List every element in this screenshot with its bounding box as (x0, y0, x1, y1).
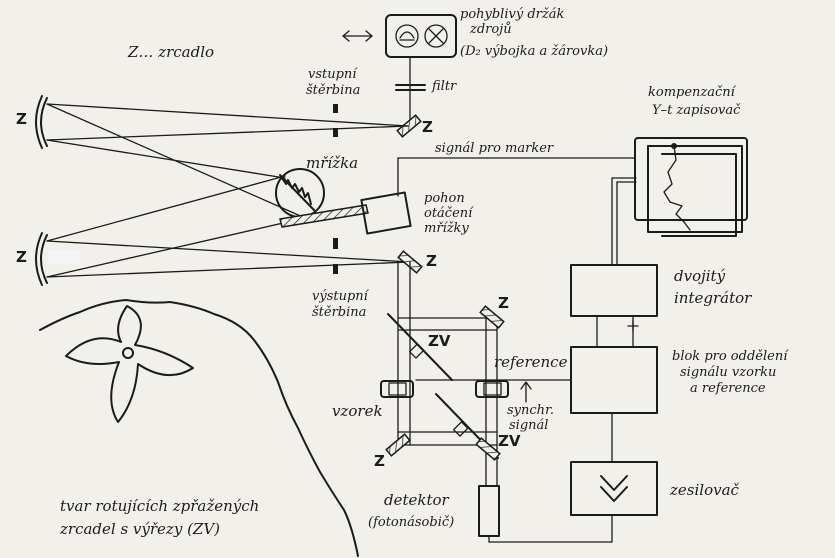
amplifier-block (570, 461, 658, 516)
exit-slit-label-2: štěrbina (312, 305, 367, 320)
move-arrow-icon (342, 30, 373, 42)
entrance-slit-upper (333, 104, 338, 113)
detector (478, 485, 500, 537)
z-legend: Z… zrcadlo (128, 43, 215, 61)
entrance-slit-label-1: vstupní (308, 67, 357, 82)
concave-mirror-bottom (35, 232, 48, 286)
tungsten-lamp-icon (424, 24, 448, 48)
reference-cuvette (475, 380, 509, 398)
marker-signal-label: signál pro marker (435, 141, 554, 156)
integrator-label-1: dvojitý (674, 267, 726, 285)
yt-recorder (634, 137, 748, 237)
rotating-mirror-shape (65, 305, 194, 423)
exit-slit-lower (333, 264, 338, 274)
integrator-block (570, 264, 658, 317)
amplifier-label: zesilovač (670, 481, 739, 499)
grating-drive-label-2: otáčení (424, 206, 473, 221)
concave-mirror-top (35, 95, 48, 149)
integrator-label-2: integrátor (674, 289, 752, 307)
mirror-z-label-right: Z (498, 294, 509, 312)
beam-splitter-system (385, 261, 505, 486)
filter-label: filtr (432, 79, 457, 94)
sample-label: vzorek (332, 402, 383, 420)
zv-label-lower: ZV (498, 432, 521, 450)
mirror-z-label-bottom: Z (374, 452, 385, 470)
zv-label-upper: ZV (428, 332, 451, 350)
shape-caption-2: zrcadel s výřezy (ZV) (60, 520, 221, 538)
source-holder-label-1: pohyblivý držák (460, 7, 565, 22)
sync-label-1: synchr. (507, 403, 554, 418)
sync-label-2: signál (509, 418, 549, 433)
exit-slit-upper (333, 238, 338, 249)
separation-label-3: a reference (690, 381, 766, 396)
reference-label: reference (494, 353, 568, 371)
separation-label-2: signálu vzorku (680, 365, 777, 380)
detector-label-1: detektor (384, 491, 449, 509)
entrance-slit-label-2: štěrbina (306, 83, 361, 98)
sample-cuvette (380, 380, 414, 398)
mirror-z-label-exit: Z (426, 252, 437, 270)
mirror-z-label-left-bottom: Z (16, 248, 27, 266)
grating-label: mřížka (306, 154, 359, 172)
amplifier-icon (600, 475, 628, 502)
section-boundary (39, 299, 359, 557)
shape-caption-1: tvar rotujících zpřažených (60, 497, 260, 515)
mirror-z-entrance (396, 114, 422, 138)
separation-label-1: blok pro oddělení (672, 349, 788, 364)
separation-block (570, 346, 658, 414)
exit-slit-label-1: výstupní (312, 289, 368, 304)
grating-drive (279, 191, 412, 235)
recorder-label-1: kompenzační (648, 85, 735, 100)
source-holder (385, 14, 457, 58)
sync-arrow-icon (520, 381, 532, 403)
mirror-z-label-entrance: Z (422, 118, 433, 136)
source-holder-label-3: (D₂ výbojka a žárovka) (460, 44, 609, 59)
recorder-label-2: Y–t zapisovač (652, 103, 741, 118)
entrance-slit-lower (333, 128, 338, 137)
grating-drive-label-3: mřížky (424, 221, 469, 236)
deuterium-lamp-icon (395, 24, 419, 48)
grating-drive-label-1: pohon (424, 191, 465, 206)
detector-label-2: (fotonásobič) (368, 515, 455, 530)
mirror-z-label-left-top: Z (16, 110, 27, 128)
source-holder-label-2: zdrojů (470, 22, 512, 37)
grating (275, 168, 325, 218)
